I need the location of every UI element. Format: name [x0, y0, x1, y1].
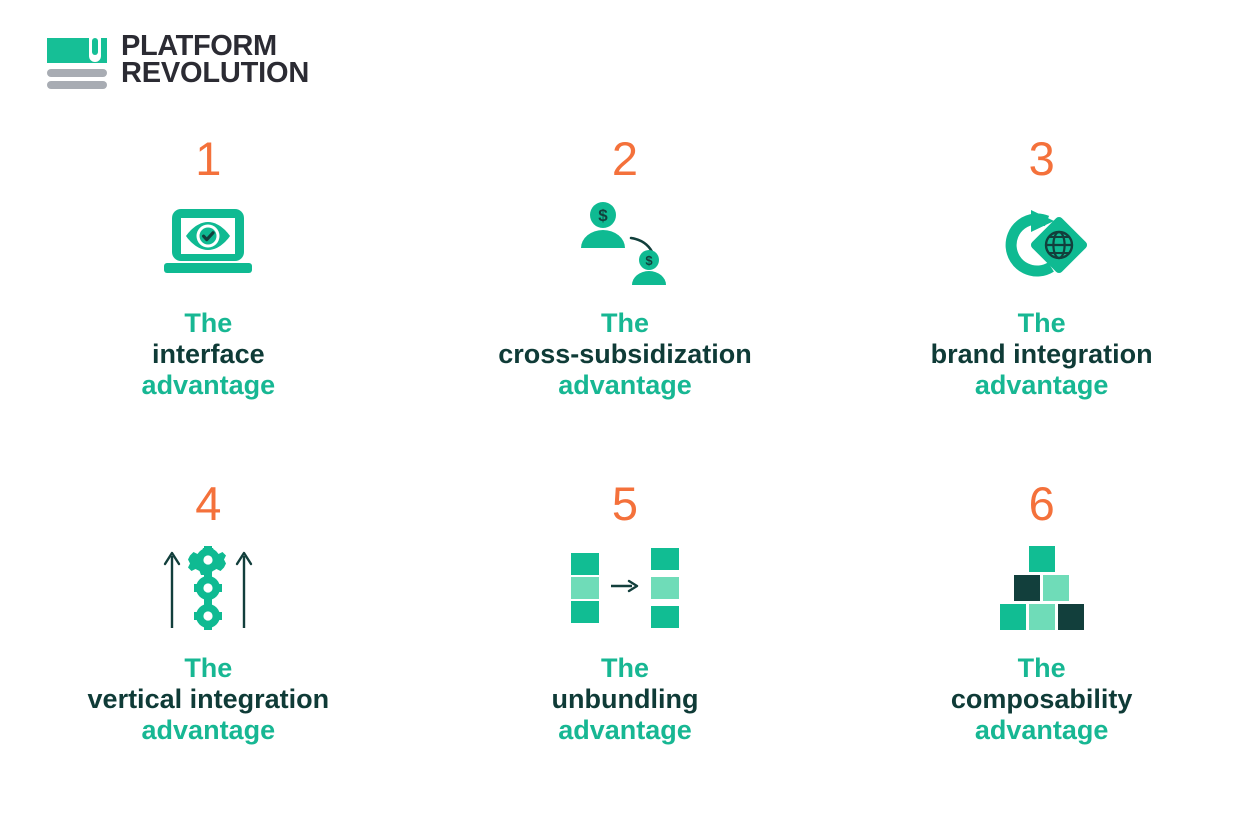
card-caption: The cross-subsidization advantage [498, 308, 752, 401]
arrow-right-icon [610, 578, 640, 599]
pyramid-block [1043, 575, 1070, 601]
caption-the: The [600, 308, 649, 338]
brand-logo: PLATFORM REVOLUTION [44, 30, 310, 98]
advantages-grid: 1 The interface advantage 2 $ [0, 132, 1250, 822]
bundled-block [570, 553, 599, 575]
caption-keyword: unbundling [551, 684, 699, 715]
caption-keyword: cross-subsidization [498, 339, 752, 370]
pyramid-block [1028, 604, 1055, 630]
card-number: 6 [1028, 476, 1055, 530]
caption-advantage: advantage [141, 715, 276, 746]
unbundling-blocks-arrow-icon [570, 529, 679, 647]
caption-the: The [1017, 653, 1066, 683]
caption-the: The [184, 308, 233, 338]
unbundled-block [650, 606, 679, 628]
unbundled-column [650, 548, 679, 628]
two-people-money-transfer-icon: $ $ [573, 184, 677, 302]
caption-advantage: advantage [974, 715, 1109, 746]
card-number: 2 [611, 131, 639, 185]
caption-keyword: vertical integration [87, 684, 330, 715]
caption-advantage: advantage [558, 370, 692, 401]
advantage-card-interface: 1 The interface advantage [0, 132, 417, 477]
caption-advantage: advantage [141, 370, 276, 401]
caption-keyword: brand integration [930, 339, 1153, 370]
brand-line-2: REVOLUTION [121, 56, 310, 89]
caption-advantage: advantage [558, 715, 692, 746]
card-number: 3 [1028, 131, 1055, 185]
unbundled-block [650, 548, 679, 570]
svg-text:$: $ [598, 206, 608, 225]
brand-wordmark: PLATFORM REVOLUTION [121, 30, 310, 89]
refresh-arrow-globe-diamond-icon [991, 184, 1093, 302]
card-caption: The vertical integration advantage [88, 653, 330, 746]
card-caption: The interface advantage [142, 308, 276, 401]
caption-the: The [600, 653, 649, 683]
advantage-card-cross-subsidization: 2 $ $ The cross-subsidization advantage [417, 132, 834, 477]
platform-revolution-logo-mark-icon [44, 35, 110, 98]
up-arrows-gear-stack-icon [160, 529, 256, 647]
stacked-blocks-pyramid-icon [999, 529, 1084, 647]
caption-keyword: composability [950, 684, 1133, 715]
card-caption: The unbundling advantage [552, 653, 699, 746]
advantage-card-brand-integration: 3 The brand integration advantage [833, 132, 1250, 477]
advantage-card-unbundling: 5 [417, 477, 834, 822]
caption-the: The [1017, 308, 1066, 338]
caption-keyword: interface [152, 339, 265, 370]
pyramid-block [999, 604, 1026, 630]
pyramid-block [1028, 546, 1055, 572]
caption-the: The [184, 653, 233, 683]
caption-advantage: advantage [974, 370, 1109, 401]
unbundled-block [650, 577, 679, 599]
card-caption: The brand integration advantage [931, 308, 1153, 401]
card-caption: The composability advantage [951, 653, 1133, 746]
pyramid-row-middle [1014, 575, 1070, 601]
pyramid-row-bottom [999, 604, 1084, 630]
card-number: 1 [195, 131, 222, 185]
pyramid-block [1014, 575, 1041, 601]
pyramid-row-top [1028, 546, 1055, 572]
advantage-card-vertical-integration: 4 [0, 477, 417, 822]
card-number: 4 [195, 476, 222, 530]
laptop-eye-checkmark-icon [158, 184, 258, 302]
bundled-column [570, 553, 599, 623]
pyramid-block [1057, 604, 1084, 630]
svg-text:$: $ [645, 253, 653, 268]
card-number: 5 [611, 476, 639, 530]
bundled-block [570, 577, 599, 599]
brand-line-1: PLATFORM [121, 30, 277, 62]
bundled-block [570, 601, 599, 623]
advantage-card-composability: 6 The composability advantage [833, 477, 1250, 822]
